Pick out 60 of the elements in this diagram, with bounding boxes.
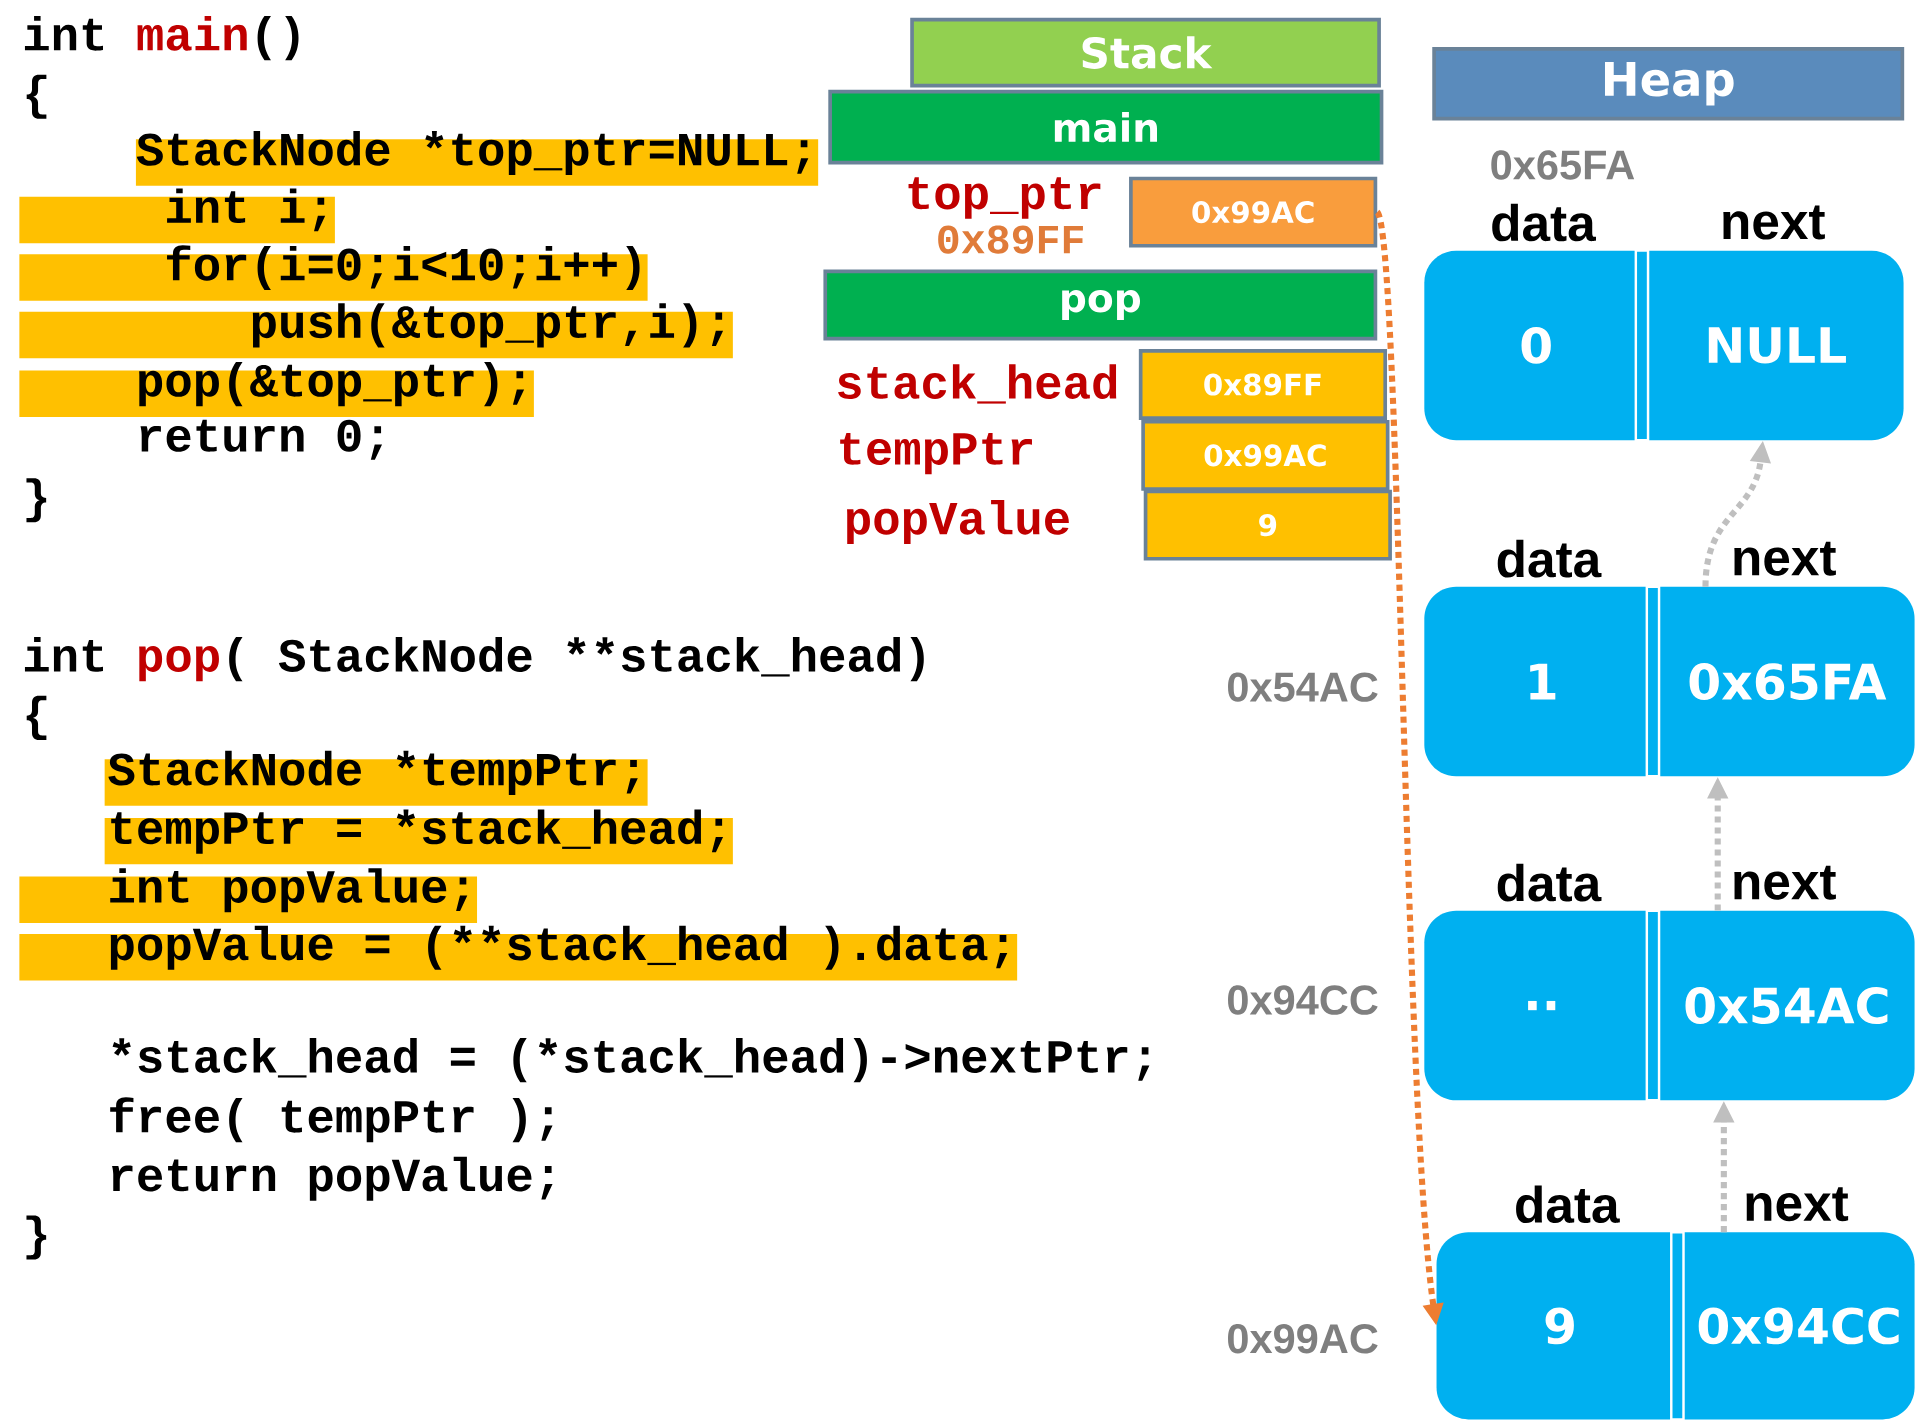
highlighted-code: popValue = (**stack_head ).data; [19,925,1018,981]
node-label: NULL [1708,327,1846,364]
code-text: } [26,478,47,523]
function-name: pop [139,645,219,682]
address-label: 0x99AC [1228,1324,1378,1354]
highlighted-code: for(i=0;i<10;i++) [19,245,648,301]
highlighted-code: StackNode *top_ptr=NULL; [135,130,819,186]
highlighted-code: push(&top_ptr,i); [19,303,733,359]
code-text: { [26,695,47,740]
list-node: 9 0x94CC [1436,1231,1915,1421]
node-label: 0x54AC [1685,987,1888,1025]
field-label: data [1516,1185,1620,1224]
field-label: next [1746,1187,1849,1222]
code-text: return popValue; [112,1156,553,1201]
memory-cell: 0x89FF [1138,349,1388,420]
highlighted-code: pop(&top_ptr); [19,362,534,417]
code-text: return 0; [140,419,383,460]
code-text: { [26,74,47,119]
code-text: *stack_head = (*stack_head)->nextPtr; [112,1038,1150,1083]
highlighted-code: StackNode *tempPtr; [104,750,648,806]
node-label: 9 [1545,1307,1574,1345]
address-label: 0x89FF [938,225,1083,254]
node-label: .. [1528,1000,1556,1011]
field-label: data [1492,203,1596,242]
memory-cell: 9 [1143,489,1392,561]
memory-cell: 0x99AC [1141,419,1390,491]
highlighted-code: tempPtr = *stack_head; [104,809,733,865]
code-text: } [26,1215,47,1260]
field-label: next [1734,865,1836,900]
node-label: 0x94CC [1698,1307,1899,1345]
stack-header: Stack [910,17,1381,88]
highlighted-code: int popValue; [19,868,478,924]
code-text: int [24,637,103,672]
frame-header: main [828,89,1384,165]
field-label: next [1734,541,1836,576]
node-label: 1 [1530,663,1556,700]
memory-cell: 0x99AC [1129,176,1378,248]
node-label: 0 [1521,326,1551,364]
field-label: next [1723,205,1825,240]
field-label: data [1497,863,1602,902]
address-label: 0x94CC [1228,985,1378,1015]
address-label: 0x54AC [1228,672,1378,702]
highlighted-code: int i; [19,188,335,244]
variable-name: popValue [847,499,1069,545]
address-label: 0x65FA [1491,150,1635,180]
variable-name: tempPtr [840,432,1032,475]
list-node: 0 NULL [1424,249,1904,442]
variable-name: top_ptr [908,177,1101,219]
code-text: free( tempPtr ); [110,1097,553,1143]
code-text: () [257,16,299,61]
function-name: main [137,16,247,51]
list-node: .. 0x54AC [1424,909,1915,1102]
frame-header: pop [823,269,1378,341]
field-label: data [1497,539,1602,578]
code-text: int [24,16,103,51]
node-label: 0x65FA [1689,663,1887,701]
variable-name: stack_head [838,364,1117,404]
list-node: 1 0x65FA [1424,585,1915,778]
code-text: ( StackNode **stack_head) [229,637,924,682]
heap-header: Heap [1432,47,1905,121]
